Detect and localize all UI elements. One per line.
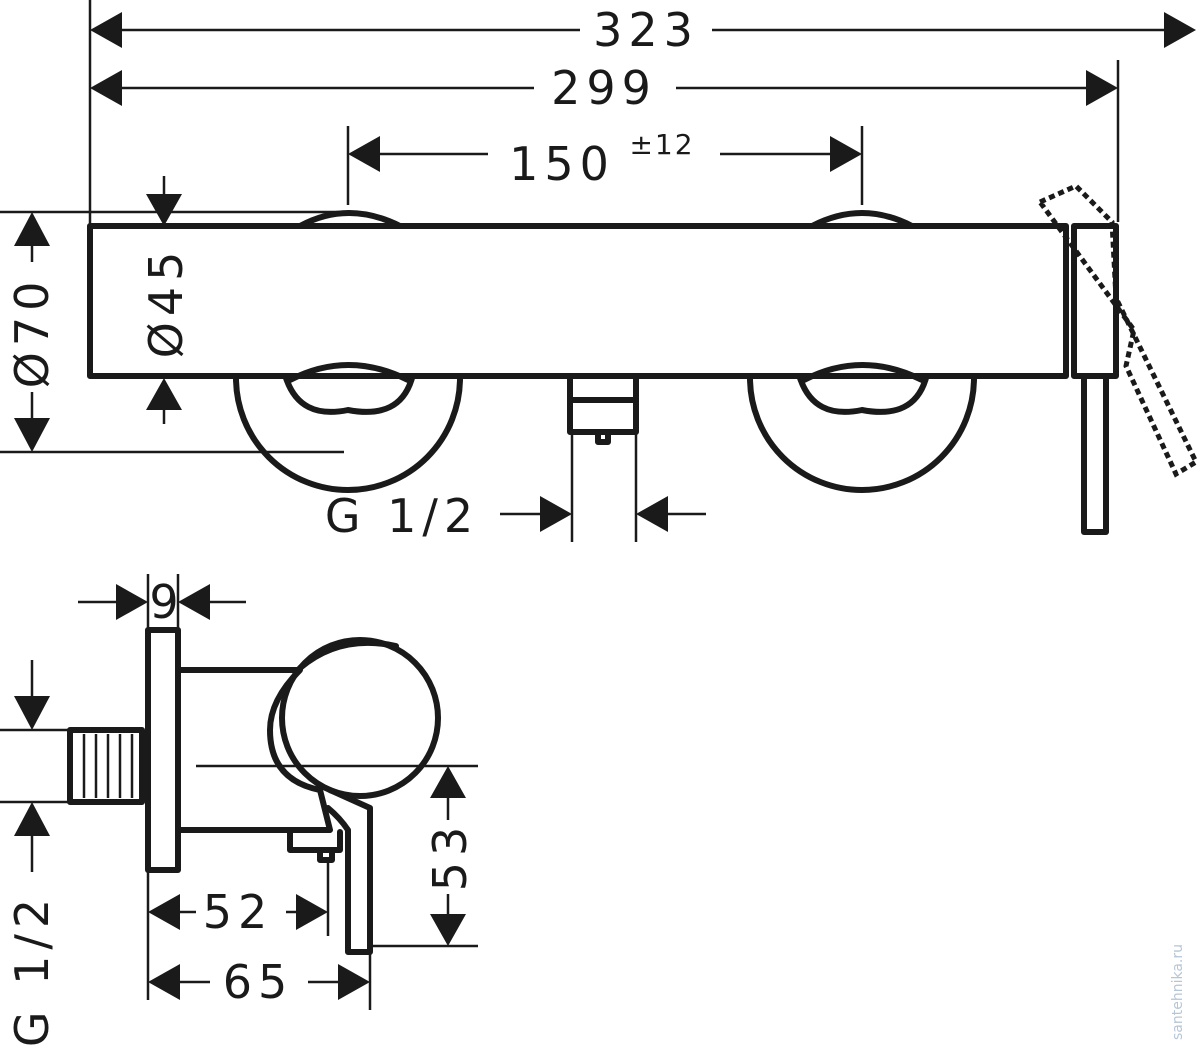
mixer-body xyxy=(87,223,1069,379)
dim-65-arrow-left xyxy=(148,964,180,1000)
handle-rotated-outline xyxy=(1036,183,1200,478)
dim-g12-side-arrow-top xyxy=(14,696,50,730)
right-cover-top-arc xyxy=(809,210,915,229)
right-cover-outer-ring xyxy=(747,375,977,493)
dim-52-arrow-right xyxy=(296,894,328,930)
dim-52-arrow-left xyxy=(148,894,180,930)
dim-65-arrow-right xyxy=(338,964,370,1000)
dim-45-arrow-bottom xyxy=(146,378,182,410)
side-outlet xyxy=(287,829,343,853)
threaded-connector xyxy=(67,727,145,805)
dim-65-label: 65 xyxy=(223,955,294,1009)
left-cover-inner-ring xyxy=(283,375,415,415)
handle-lever xyxy=(1081,373,1109,535)
dim-g12-front-label: G 1/2 xyxy=(325,489,479,543)
dim-70-arrow-bottom xyxy=(14,418,50,452)
wall-flange xyxy=(145,627,181,873)
left-cover-outer-ring xyxy=(233,375,463,493)
dim-g12-front-arrow-right xyxy=(636,496,668,532)
dim-45-arrow-top xyxy=(146,194,182,226)
dim-g12-side-arrow-bottom xyxy=(14,802,50,836)
dim-9-arrow-right xyxy=(178,584,210,620)
thread-lines xyxy=(82,734,134,798)
dim-53-arrow-top xyxy=(430,766,466,798)
dim-150-arrow-left xyxy=(348,136,380,172)
dim-150-label: 150 xyxy=(509,137,615,191)
dim-9-arrow-left xyxy=(116,584,148,620)
dim-323-arrow-left xyxy=(90,12,122,48)
dim-52-label: 52 xyxy=(203,885,274,939)
side-handle-rim xyxy=(297,639,399,671)
right-cover-inner-ring xyxy=(797,375,929,415)
dim-299-label: 299 xyxy=(551,61,657,115)
dim-g12-front-arrow-left xyxy=(540,496,572,532)
left-cover-top-arc xyxy=(297,210,403,229)
side-outlet-nipple xyxy=(317,847,335,863)
dim-9-label: 9 xyxy=(149,575,178,629)
dim-70-arrow-top xyxy=(14,212,50,246)
dim-299-arrow-right xyxy=(1086,70,1118,106)
dim-323-arrow-right xyxy=(1164,12,1196,48)
dim-299-arrow-left xyxy=(90,70,122,106)
side-view: 9 52 65 53 G 1/2 xyxy=(0,574,478,1047)
dim-323-label: 323 xyxy=(593,3,699,57)
outlet-nipple xyxy=(595,429,611,445)
dim-70-label: Ø70 xyxy=(5,276,59,389)
front-view: 323 299 150 ±12 Ø70 Ø45 G 1/2 xyxy=(0,0,1200,543)
side-body xyxy=(177,667,333,833)
outlet-fitting xyxy=(567,375,639,435)
dim-45-label: Ø45 xyxy=(139,246,193,359)
dim-150-tolerance: ±12 xyxy=(629,128,694,161)
dim-g12-side-label: G 1/2 xyxy=(5,893,59,1047)
side-handle-disc xyxy=(279,637,441,799)
dim-53-label: 53 xyxy=(423,821,477,892)
side-lever xyxy=(325,787,373,955)
watermark-text: santehnika.ru xyxy=(1170,944,1186,1040)
dim-150-arrow-right xyxy=(830,136,862,172)
dim-53-arrow-bottom xyxy=(430,914,466,946)
